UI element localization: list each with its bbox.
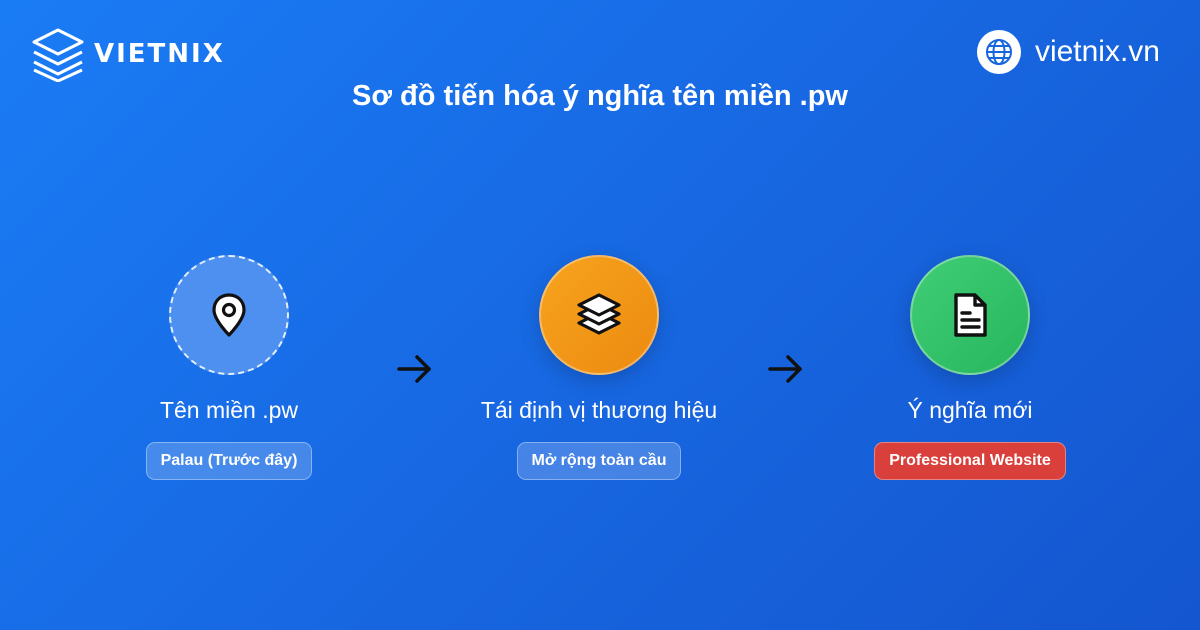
step-1-label: Tên miền .pw [159, 397, 299, 423]
globe-icon [976, 30, 1021, 74]
step-domain-pw: Tên miền .pw Palau (Trước đây) [69, 255, 389, 480]
page-title: Sơ đồ tiến hóa ý nghĩa tên miền .pw [352, 80, 848, 112]
step-new-meaning: Ý nghĩa mới Professional Website [810, 255, 1130, 480]
site-url: vietnix.vn [1034, 35, 1160, 68]
layers-icon [577, 293, 621, 335]
document-icon [954, 293, 987, 337]
step-2-circle [539, 255, 659, 375]
step-1-circle [169, 255, 289, 375]
step-3-circle [910, 255, 1030, 375]
step-1-badge: Palau (Trước đây) [145, 442, 313, 480]
step-2-label: Tái định vị thương hiệu [480, 397, 718, 423]
step-3-badge: Professional Website [874, 442, 1066, 480]
location-pin-icon [212, 293, 246, 337]
brand-name: VIETNIX [94, 39, 225, 69]
site-link[interactable]: vietnix.vn [976, 30, 1160, 74]
stack-logo-icon [32, 28, 84, 82]
step-rebranding: Tái định vị thương hiệu Mở rộng toàn cầu [439, 255, 759, 480]
arrow-right-icon [767, 352, 805, 391]
step-2-badge: Mở rộng toàn cầu [516, 442, 682, 480]
arrow-right-icon [396, 352, 434, 391]
vietnix-logo: VIETNIX [30, 26, 225, 82]
step-3-label: Ý nghĩa mới [907, 397, 1033, 423]
